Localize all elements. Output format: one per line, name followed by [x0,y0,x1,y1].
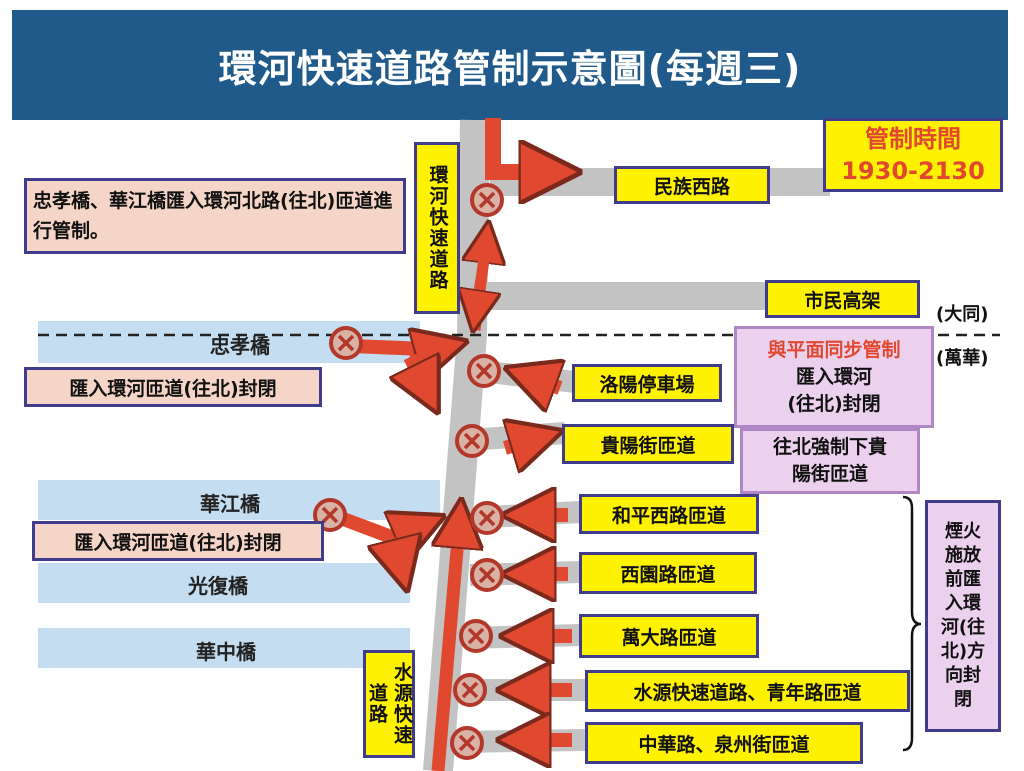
closure-zhongxiao: 匯入環河匝道(往北)封閉 [24,367,322,407]
arrow-to-guiyang [505,436,545,448]
road-label-wanda: 萬大路匝道 [579,614,759,658]
guiyang-note-line1: 往北強制下貴 [772,436,887,458]
guiyang-note-line2: 陽街匝道 [791,463,868,485]
closure-marker-xiyuan [470,558,504,592]
control-time-box: 管制時間 1930-2130 [823,118,1003,192]
closure-marker-wanda [459,619,493,653]
band-huazhong [38,628,410,668]
control-time-label: 管制時間 [865,125,961,153]
fireworks-bracket [902,495,922,752]
closure-marker-luoyang [467,354,501,388]
arrow-from-luoyang [522,374,560,388]
bridge-zhongxiao: 忠孝橋 [210,334,270,358]
band-huajiang [38,480,440,520]
sync-line1: 匯入環河 [795,365,872,388]
fireworks-note: 煙火施放前匯入環河(往北)方向封閉 [925,500,1001,732]
road-label-luoyang: 洛陽停車場 [572,364,722,402]
road-label-minzu: 民族西路 [614,166,770,204]
arrow-huajiang-south [394,538,403,574]
title-banner [12,10,1008,120]
shuiyuan-expressway-label: 水源快速道路 [363,650,415,758]
closure-markers [313,183,504,760]
road-label-xiyuan: 西園路匝道 [579,552,757,594]
road-label-guiyang: 貴陽街匝道 [562,424,734,464]
road-label-shuiyuan-qingnian: 水源快速道路、青年路匝道 [585,670,910,712]
arrow-huajiang-north [394,523,428,538]
closure-marker-zhonghua [450,726,484,760]
closure-marker-guiyang [455,424,489,458]
control-time-value: 1930-2130 [841,157,985,185]
closure-huajiang: 匯入環河匝道(往北)封閉 [32,521,324,561]
control-note: 忠孝橋、華江橋匯入環河北路(往北)匝道進行管制。 [24,178,406,254]
band-guangfu [38,563,410,603]
huanhe-expressway-label: 環河快速道路 [414,142,460,314]
sync-line2: (往北)封閉 [787,392,881,415]
road-label-zhonghua: 中華路、泉州街匝道 [585,722,863,764]
arrow-to-minzu [485,118,560,172]
arrow-huajiang-in [335,510,397,545]
guiyang-note-box: 往北強制下貴 陽街匝道 [740,428,920,494]
sync-control-box: 與平面同步管制 匯入環河 (往北)封閉 [734,326,934,428]
road-label-shimin: 市民高架 [765,280,920,318]
bridge-guangfu: 光復橋 [188,574,248,598]
road-label-heping: 和平西路匝道 [579,494,759,534]
closure-marker-heping [470,501,504,535]
arrow-south-main [475,239,487,318]
fireworks-note-text: 煙火施放前匯入環河(往北)方向封閉 [940,521,986,710]
bridge-huazhong: 華中橋 [196,640,256,664]
closure-marker-qingnian [453,673,487,707]
district-south: (萬華) [936,348,989,369]
district-north: (大同) [936,304,989,325]
closure-marker-huanhe [470,183,504,217]
arrow-shuiyuan-north [438,515,460,771]
page-title: 環河快速道路管制示意圖(每週三) [218,47,802,91]
sync-title: 與平面同步管制 [767,338,901,361]
bridge-huajiang: 華江橋 [200,492,260,516]
closure-marker-zhongxiao [329,326,363,360]
arrow-zhongxiao-south [410,357,430,397]
